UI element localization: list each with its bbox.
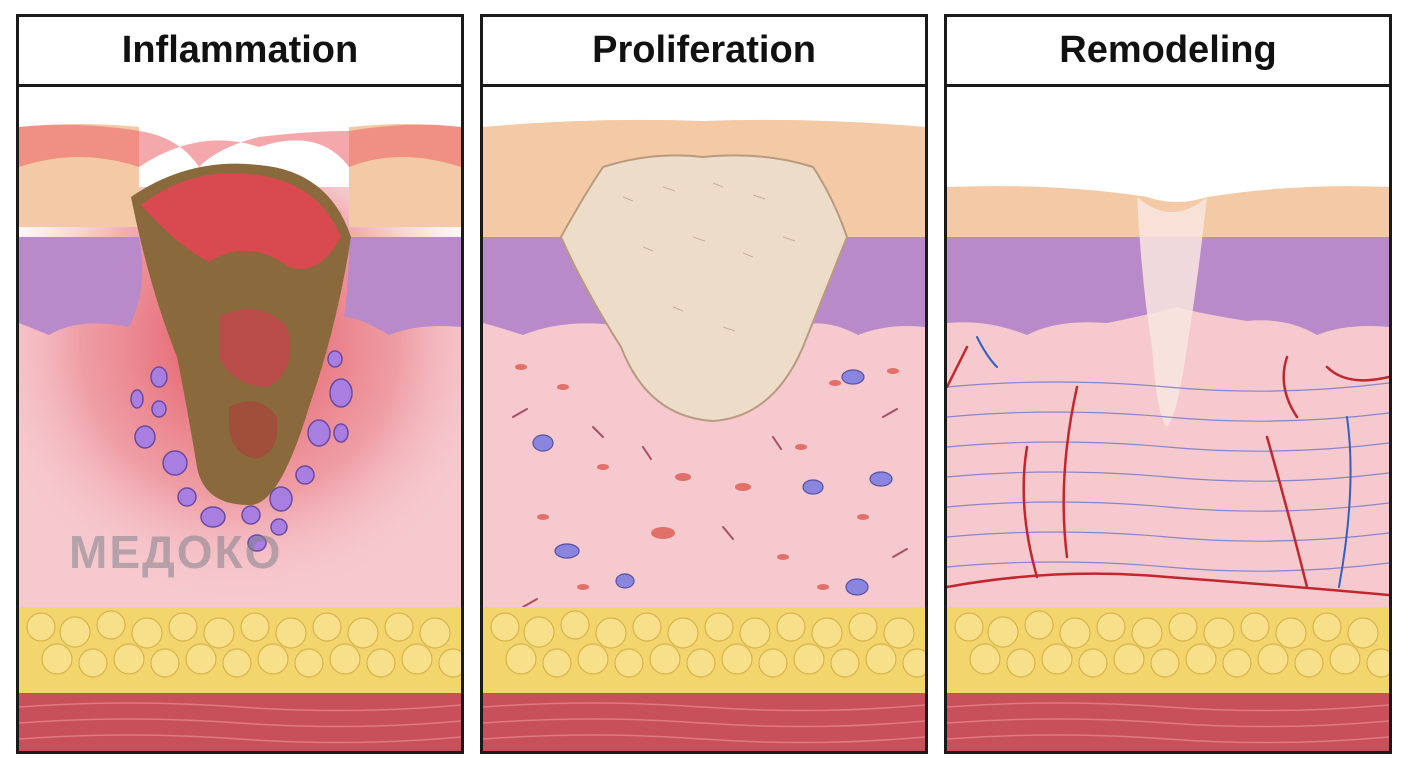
fat-cells	[490, 610, 925, 678]
muscle-fibers	[483, 702, 925, 744]
watermark: МЕДОКО	[69, 526, 283, 578]
veins	[976, 336, 1352, 588]
muscle-layer	[19, 693, 461, 751]
wound-hemorrhage	[219, 309, 291, 387]
inflamed-surface	[19, 124, 461, 167]
proliferation-title: Proliferation	[483, 17, 925, 87]
collagen-fibers	[512, 408, 908, 608]
proliferation-illustration	[483, 119, 925, 751]
scar-tissue	[1137, 197, 1207, 427]
inflammation-panel: Inflammation	[16, 14, 464, 754]
muscle-fibers	[19, 702, 461, 744]
remodeling-title: Remodeling	[947, 17, 1389, 87]
immune-cells	[130, 350, 353, 552]
granulation-tissue	[559, 154, 849, 423]
proliferation-panel: Proliferation	[480, 14, 928, 754]
inflammation-illustration	[19, 124, 461, 751]
blood-vessels	[947, 345, 1389, 597]
epidermis-left	[19, 237, 143, 335]
remodeling-panel: Remodeling	[944, 14, 1392, 754]
wound-blood-clot	[141, 173, 341, 269]
remodeling-illustration	[947, 186, 1389, 751]
muscle-layer	[483, 693, 925, 751]
epidermis-right	[344, 237, 461, 335]
immune-cells	[532, 369, 893, 596]
granulation-texture	[622, 182, 796, 332]
skin-surface	[947, 186, 1389, 237]
inflammation-title: Inflammation	[19, 17, 461, 87]
wound-necrosis	[229, 401, 278, 459]
muscle-fibers	[947, 702, 1389, 744]
muscle-layer	[947, 693, 1389, 751]
fat-cells	[954, 610, 1389, 678]
fat-cells	[26, 610, 461, 678]
collagen-fibers	[947, 381, 1389, 572]
fibroblasts	[515, 364, 899, 590]
